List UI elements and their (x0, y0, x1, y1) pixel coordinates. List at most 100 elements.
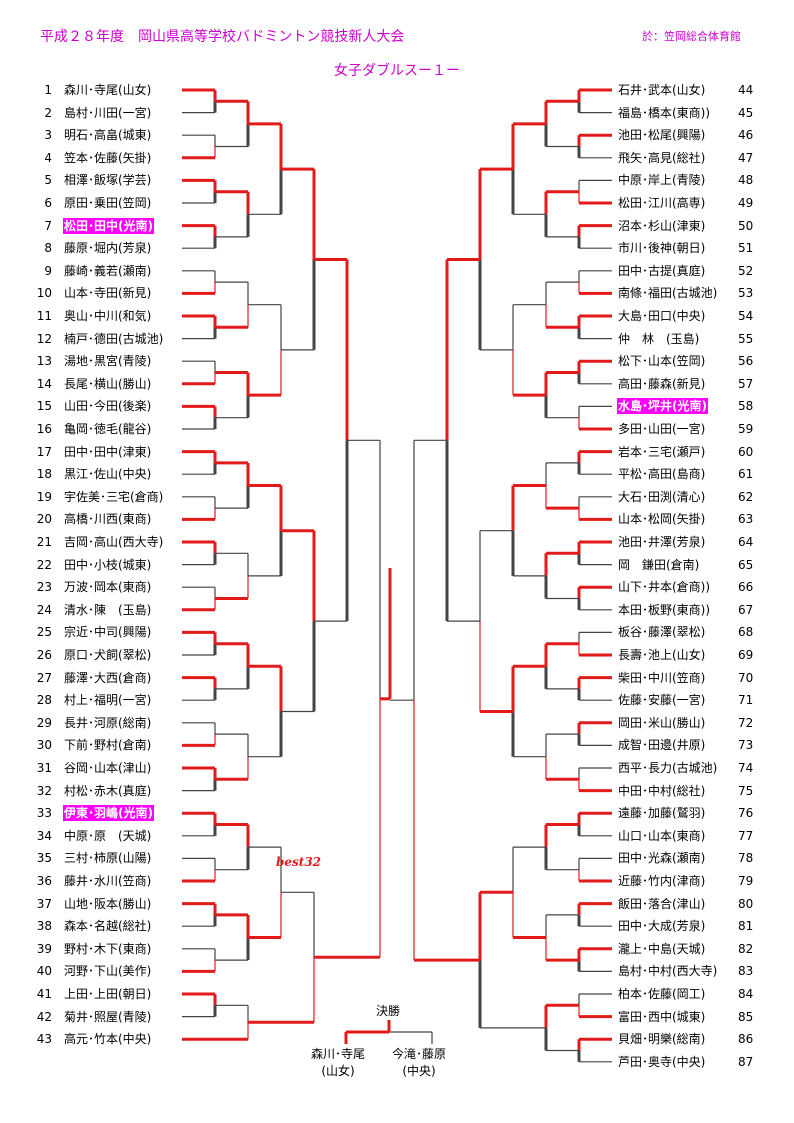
entry-name: 柏本･佐藤(岡工) (618, 987, 706, 1001)
entry-name: 万波･岡本(東商) (64, 580, 152, 595)
entry-number: 13 (36, 354, 52, 369)
entry-name: 宗近･中司(興陽) (64, 625, 152, 640)
entry-number: 27 (36, 670, 52, 685)
entry-name: 楠戸･德田(古城池) (64, 331, 164, 346)
entry-number: 62 (738, 489, 754, 504)
entry-number: 39 (36, 941, 52, 956)
entry-name: 藤井･水川(笠商) (64, 874, 152, 888)
best32-annotation: best32 (276, 855, 322, 869)
entry-name: 中原･原 (天城) (64, 828, 152, 843)
entry-number: 17 (36, 444, 52, 459)
entry-number: 44 (738, 83, 754, 97)
entry-name: 池田･松尾(興陽) (618, 128, 706, 143)
entry-number: 60 (738, 444, 754, 459)
entry-number: 20 (36, 512, 52, 527)
entry-name: 山地･阪本(勝山) (64, 896, 152, 911)
entry-name: 田中･小枝(城東) (64, 557, 152, 572)
entry-name: 原田･乗田(笠岡) (64, 196, 152, 210)
entry-number: 74 (738, 761, 754, 775)
entry-name: 谷岡･山本(津山) (64, 761, 152, 775)
entry-name: 島村･中村(西大寺) (618, 964, 718, 979)
entry-number: 18 (36, 467, 52, 482)
entry-number: 8 (44, 241, 52, 256)
entry-name: 松下･山本(笠岡) (618, 354, 706, 369)
entry-number: 77 (738, 828, 754, 843)
entry-name: 本田･板野(東商)) (618, 602, 711, 617)
entry-name: 飯田･落合(津山) (618, 896, 706, 911)
entry-number: 71 (738, 693, 754, 708)
entry-name: 奥山･中川(和気) (64, 309, 152, 323)
entry-number: 81 (738, 919, 754, 934)
entry-number: 73 (738, 738, 754, 753)
entry-name: 下前･野村(倉南) (64, 738, 152, 753)
entry-name: 明石･高畠(城東) (64, 128, 152, 143)
entry-name: 長井･河原(総南) (64, 715, 152, 730)
entry-name: 石井･武本(山女) (618, 83, 706, 97)
entry-number: 14 (36, 376, 52, 391)
tournament-title: 平成２８年度 岡山県高等学校バドミントン競技新人大会 (40, 29, 405, 45)
finalist-right: 今滝･藤原 (中央) (374, 1046, 464, 1080)
entry-number: 80 (738, 896, 754, 911)
entry-name: 田中･光森(瀬南) (618, 851, 706, 866)
entry-number: 86 (738, 1032, 754, 1047)
finalist-right-school: (中央) (402, 1064, 436, 1078)
entry-name: 中原･岸上(青陵) (618, 173, 706, 188)
entry-number: 49 (738, 196, 754, 210)
entry-number: 21 (36, 535, 52, 549)
entry-number: 70 (738, 670, 754, 685)
event-subtitle: 女子ダブルスー１ー (334, 63, 460, 79)
entry-name: 山口･山本(東商) (618, 828, 706, 843)
entry-name: 沼本･杉山(津東) (618, 218, 706, 233)
entry-name: 村松･赤木(真庭) (64, 783, 152, 798)
entry-number: 12 (36, 331, 52, 346)
entry-name: 富田･西中(城東) (618, 1009, 706, 1024)
entry-name: 福島･橋本(東商)) (618, 105, 711, 120)
entry-name: 近藤･竹内(津商) (618, 874, 706, 888)
entry-name: 山本･寺田(新見) (64, 286, 152, 301)
entry-number: 59 (738, 422, 754, 436)
entry-name: 高橋･川西(東商) (64, 512, 152, 527)
entry-name: 岩本･三宅(瀬戸) (618, 444, 706, 459)
entry-number: 65 (738, 557, 754, 572)
entry-name: 藤原･堀内(芳泉) (64, 241, 152, 256)
entry-number: 58 (738, 399, 754, 414)
finalist-right-team: 今滝･藤原 (391, 1047, 446, 1061)
entry-number: 11 (36, 309, 52, 323)
entry-name: 大島･田口(中央) (618, 309, 706, 323)
entry-number: 33 (36, 806, 52, 821)
entry-number: 79 (738, 874, 754, 888)
entry-number: 9 (44, 263, 52, 278)
entry-number: 43 (36, 1032, 52, 1047)
entry-name: 上田･上田(朝日) (64, 987, 152, 1001)
entry-name: 田中･古提(真庭) (618, 263, 706, 278)
entry-number: 53 (738, 286, 754, 301)
entry-number: 66 (738, 580, 754, 595)
entry-name: 森本･名越(総社) (64, 919, 152, 934)
final-label: 決勝 (376, 1004, 401, 1018)
entry-number: 78 (738, 851, 754, 866)
entry-name: 河野･下山(美作) (64, 964, 152, 979)
entry-name: 芦田･奥寺(中央) (618, 1054, 706, 1069)
entry-number: 41 (36, 987, 52, 1001)
entry-name-highlighted: 伊東･羽嶋(光南) (63, 805, 154, 822)
entry-name: 飛矢･高見(総社) (618, 150, 706, 165)
entry-name: 島村･川田(一宮) (64, 105, 152, 120)
entry-number: 29 (36, 715, 52, 730)
entry-number: 45 (738, 105, 754, 120)
entry-number: 56 (738, 354, 754, 369)
entry-number: 64 (738, 535, 754, 549)
entry-name: 高田･藤森(新見) (618, 376, 706, 391)
entry-number: 50 (738, 218, 754, 233)
entry-name: 中田･中村(総社) (618, 783, 706, 798)
entry-name: 長尾･横山(勝山) (64, 376, 152, 391)
entry-number: 52 (738, 263, 754, 278)
entry-name: 亀岡･徳毛(龍谷) (64, 422, 152, 436)
entry-name: 大石･田渕(清心) (618, 489, 706, 504)
entry-number: 3 (44, 128, 52, 143)
entry-name: 田中･大成(芳泉) (618, 919, 706, 934)
entry-name: 柴田･中川(笠商) (618, 670, 706, 685)
entry-name: 多田･山田(一宮) (618, 422, 706, 436)
entry-name: 三村･柿原(山陽) (64, 851, 152, 866)
entry-name: 高元･竹本(中央) (64, 1032, 152, 1047)
entry-name: 原口･犬飼(翠松) (64, 648, 152, 662)
